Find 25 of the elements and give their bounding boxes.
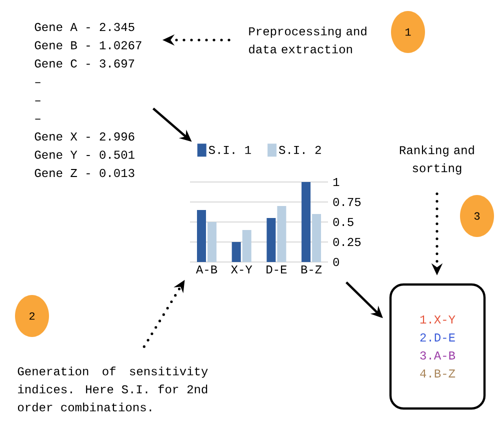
ranking-box: 1.X-Y 2.D-E 3.A-B 4.B-Z — [389, 283, 486, 410]
bar — [266, 218, 276, 262]
y-tick-label: 0.25 — [333, 238, 361, 246]
bar — [312, 214, 322, 262]
bar — [196, 210, 206, 262]
annotation-text: Ranking and sorting — [400, 145, 474, 175]
y-tick-label: 0 — [333, 258, 339, 266]
legend-label: S.I. 1 — [208, 146, 251, 154]
legend-label: S.I. 2 — [278, 146, 321, 154]
y-tick-label: 1 — [333, 178, 340, 186]
bar — [207, 222, 216, 262]
y-tick-label: 0.5 — [333, 218, 354, 226]
x-tick-label: B-Z — [301, 266, 322, 274]
x-tick-label: D-E — [266, 266, 287, 274]
bar — [242, 230, 252, 262]
bar — [302, 182, 311, 262]
annotation-text: Generation of sensitivity indices. Here S.I. for 2nd order combinations. — [18, 366, 208, 412]
bar — [277, 206, 286, 262]
annotation-text: Preprocessing and data extraction — [249, 26, 366, 54]
bar-chart: A-B X-Y D-E B-Z 0 0.25 0.5 0.75 1 S.I. 1 S.I. 2 — [190, 144, 361, 274]
x-tick-label: A-B — [196, 266, 218, 274]
bar — [232, 242, 241, 262]
gene-list: Gene A - 2.345 Gene B - 1.0267 Gene C - 3.697 – – – Gene X - 2.996 Gene Y - 0.501 Gene Z - 0.013 — [34, 22, 142, 178]
x-tick-label: X-Y — [231, 266, 252, 274]
y-tick-label: 0.75 — [333, 198, 361, 206]
